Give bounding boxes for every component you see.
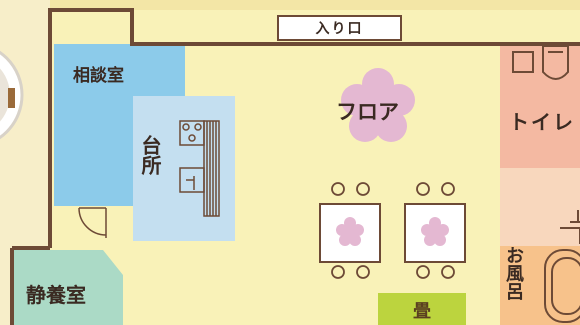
door <box>78 207 107 238</box>
tatami-area: 畳 <box>378 293 466 325</box>
bath-room <box>500 246 580 325</box>
corridor <box>500 168 580 246</box>
floor-label: フロア <box>336 100 399 124</box>
walls <box>10 8 580 325</box>
shower <box>560 210 580 244</box>
plate-inner <box>0 68 10 122</box>
rest-room <box>12 250 123 325</box>
toilet-label: トイレ <box>509 110 575 134</box>
toilet-sink <box>512 51 534 73</box>
toilet-fixtures <box>512 45 569 80</box>
flower-decoration <box>341 68 415 142</box>
bath-fixtures <box>544 210 580 323</box>
counter <box>203 120 220 217</box>
entrance-sign: 入り口 <box>277 15 402 41</box>
rest-room-label: 静養室 <box>26 283 86 307</box>
plate-food <box>8 88 15 108</box>
bathtub <box>544 249 580 323</box>
dining-table-left <box>319 182 381 279</box>
consultation-room-label: 相談室 <box>73 66 124 86</box>
wall-top-left <box>48 8 580 248</box>
kitchen-fixtures <box>179 120 220 217</box>
toilet-bowl <box>542 45 569 80</box>
kitchen-label: 台所 <box>138 135 162 175</box>
dining-table-right <box>404 182 466 279</box>
bath-label: お風呂 <box>503 246 524 300</box>
tatami-label: 畳 <box>413 301 431 322</box>
